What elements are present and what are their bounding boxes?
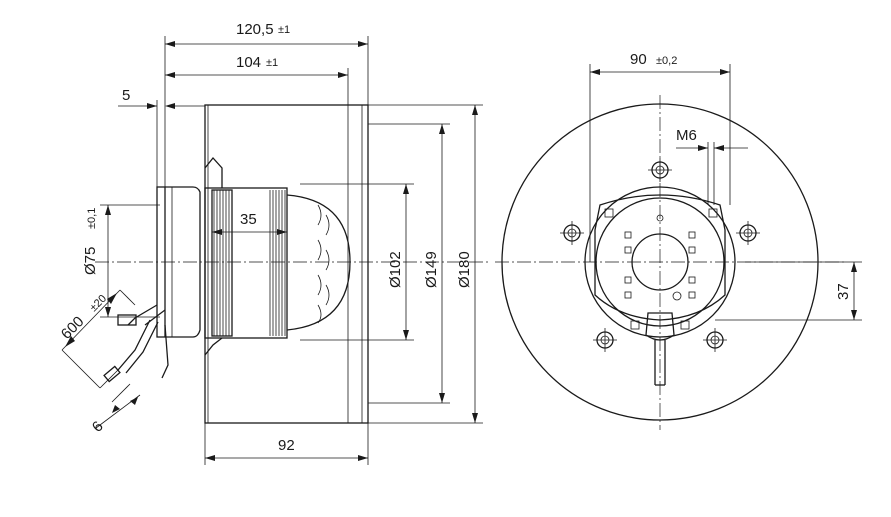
dim-flange-value: 5 [122,87,130,104]
top-clip [204,156,223,188]
motor-flange-circle [584,186,736,338]
dim-d149: Ø149 [423,251,440,288]
flange-plate [156,186,166,338]
dim-body-value: 104 [236,54,261,71]
dim-body-tol: ±1 [266,57,278,69]
motor-rotor [204,187,288,339]
side-view: 120,5 ±1 104 ±1 5 35 Ø75 ±0,1 [58,21,488,465]
dim-strip: 6 [89,418,107,436]
cooling-slots [317,204,330,324]
bolt-holes [560,158,760,352]
dim-hub-tol: ±0,1 [86,208,98,229]
dim-wheel-width: 92 [278,437,295,454]
hub-circle [631,233,689,291]
dim-bolt-spacing-tol: ±0,2 [656,55,677,67]
front-view: 90 ±0,2 M6 37 [495,51,862,430]
dim-d180: Ø180 [456,251,473,288]
cable-assembly [103,304,169,383]
motor-housing [594,194,726,321]
housing-screws [604,208,718,330]
dim-overall-value: 120,5 [236,21,274,38]
dim-thread: M6 [676,127,697,144]
dim-motor-width: 35 [240,211,257,228]
winding-lines [213,190,286,336]
dim-offset: 37 [835,283,852,300]
motor-end-cap [286,194,351,331]
dim-cable-len: 600 [58,313,88,343]
motor-inner-circle [595,197,725,327]
dim-overall-tol: ±1 [278,24,290,36]
front-cable [645,312,675,386]
dim-hub-dia: Ø75 [82,247,99,275]
dim-bolt-spacing: 90 [630,51,647,68]
dim-cable-len-tol: ±20 [88,293,109,314]
dim-d102: Ø102 [387,251,404,288]
motor-base [165,186,201,338]
